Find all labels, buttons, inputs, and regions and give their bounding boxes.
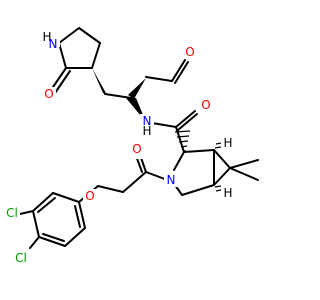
atom-label-cl-lower: Cl bbox=[15, 251, 27, 265]
bond bbox=[58, 27, 80, 44]
atom-label-o-amide: O bbox=[201, 98, 210, 112]
hash-bond bbox=[214, 185, 222, 188]
hash-bond bbox=[180, 145, 188, 148]
bond bbox=[177, 113, 198, 131]
bond bbox=[145, 76, 173, 82]
atom-label-n-amide: N bbox=[143, 114, 152, 128]
bond bbox=[229, 167, 259, 181]
atom-label-h-lower: H bbox=[223, 186, 232, 200]
wedge-bond bbox=[128, 78, 146, 99]
wedge-bond bbox=[92, 68, 107, 95]
atom-label-nh-amide: H bbox=[142, 124, 151, 138]
atom-label-nh-lactam: H bbox=[42, 30, 51, 44]
atom-label-o-aldehyde: O bbox=[185, 45, 194, 59]
bond-layer bbox=[19, 27, 259, 249]
bond bbox=[19, 210, 34, 215]
atom-label-n-ring: N bbox=[167, 173, 176, 187]
hash-bond bbox=[178, 140, 189, 143]
atom-label-o-acyl: O bbox=[132, 142, 141, 156]
bond bbox=[50, 67, 67, 91]
hash-bond bbox=[215, 189, 222, 192]
bond bbox=[37, 197, 56, 213]
bond bbox=[29, 236, 40, 249]
bond bbox=[58, 42, 67, 69]
bond bbox=[181, 184, 215, 196]
atom-label-h-upper: H bbox=[223, 136, 232, 150]
hash-bond bbox=[214, 146, 222, 149]
bond bbox=[104, 93, 132, 99]
atom-label-o-ether: O bbox=[85, 189, 94, 203]
bond bbox=[78, 201, 86, 229]
bond bbox=[171, 59, 186, 82]
bond bbox=[122, 171, 147, 193]
bond bbox=[213, 149, 231, 169]
bond bbox=[64, 227, 86, 247]
bond bbox=[175, 126, 185, 153]
hash-bond bbox=[174, 130, 191, 133]
bond bbox=[229, 159, 259, 169]
bond bbox=[173, 151, 185, 171]
bond bbox=[183, 149, 215, 153]
molecule-structure: H N O O O N H O N O Cl Cl H H bbox=[2, 27, 259, 265]
atom-labels: H N O O O N H O N O Cl Cl H H bbox=[2, 30, 233, 265]
bond bbox=[52, 192, 80, 203]
bond bbox=[54, 70, 71, 94]
bond bbox=[174, 61, 189, 84]
bond bbox=[78, 27, 101, 44]
atom-label-o-lactam: O bbox=[44, 87, 53, 101]
bond bbox=[32, 192, 54, 212]
stereo-bonds bbox=[92, 68, 222, 192]
bond bbox=[213, 167, 231, 186]
bond bbox=[32, 210, 40, 238]
atom-label-cl-upper: Cl bbox=[6, 206, 18, 220]
hash-bond bbox=[176, 135, 190, 138]
bond bbox=[42, 233, 65, 242]
bond bbox=[74, 205, 81, 228]
bond bbox=[175, 110, 196, 128]
atom-label-n-lactam: N bbox=[49, 37, 58, 51]
bond bbox=[91, 42, 101, 69]
hash-bond bbox=[215, 142, 222, 145]
bond bbox=[38, 236, 66, 247]
bond bbox=[97, 185, 124, 193]
